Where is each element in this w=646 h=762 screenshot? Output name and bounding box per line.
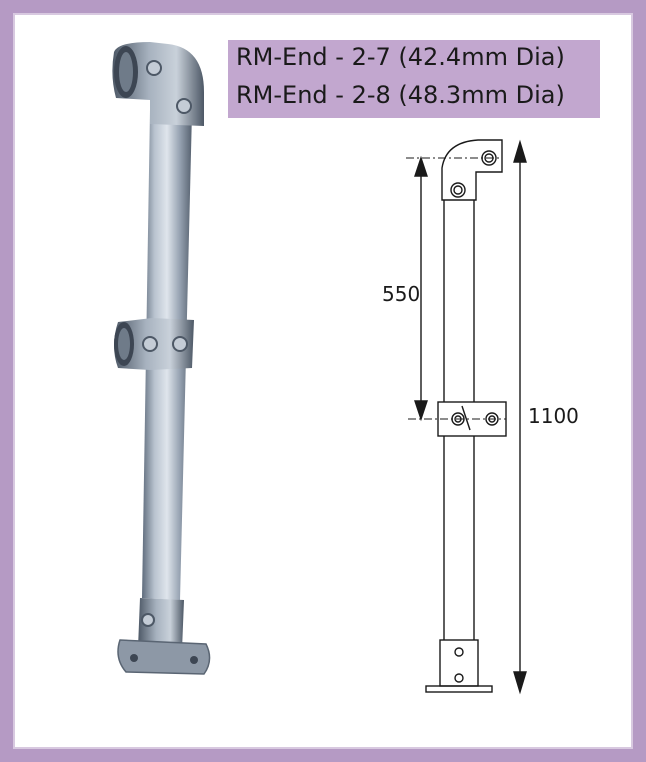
photo-set-screw xyxy=(142,336,158,352)
photo-set-screw xyxy=(176,98,192,114)
arrowhead xyxy=(414,155,428,177)
drawing-screw-hole xyxy=(485,412,499,426)
drawing-base-socket xyxy=(439,639,479,687)
arrowhead xyxy=(513,139,527,163)
inner-frame-border xyxy=(13,13,633,749)
photo-set-screw xyxy=(172,336,188,352)
photo-set-screw xyxy=(146,60,162,76)
drawing-screw-hole xyxy=(454,647,464,657)
arrowhead xyxy=(414,400,428,422)
photo-base-plate xyxy=(117,639,211,675)
drawing-screw-hole xyxy=(450,182,466,198)
title-line-2: RM-End - 2-8 (48.3mm Dia) xyxy=(236,81,565,109)
dimension-label-1100: 1100 xyxy=(528,404,579,428)
arrowhead xyxy=(513,671,527,695)
title-line-1: RM-End - 2-7 (42.4mm Dia) xyxy=(236,43,565,71)
drawing-elbow-fitting xyxy=(441,139,503,201)
drawing-screw-hole xyxy=(454,673,464,683)
photo-set-screw xyxy=(141,613,155,627)
drawing-base-plate xyxy=(425,685,493,693)
dimension-label-550: 550 xyxy=(382,282,421,306)
title-box: RM-End - 2-7 (42.4mm Dia) RM-End - 2-8 (… xyxy=(228,40,600,118)
photo-base-socket xyxy=(138,598,184,650)
